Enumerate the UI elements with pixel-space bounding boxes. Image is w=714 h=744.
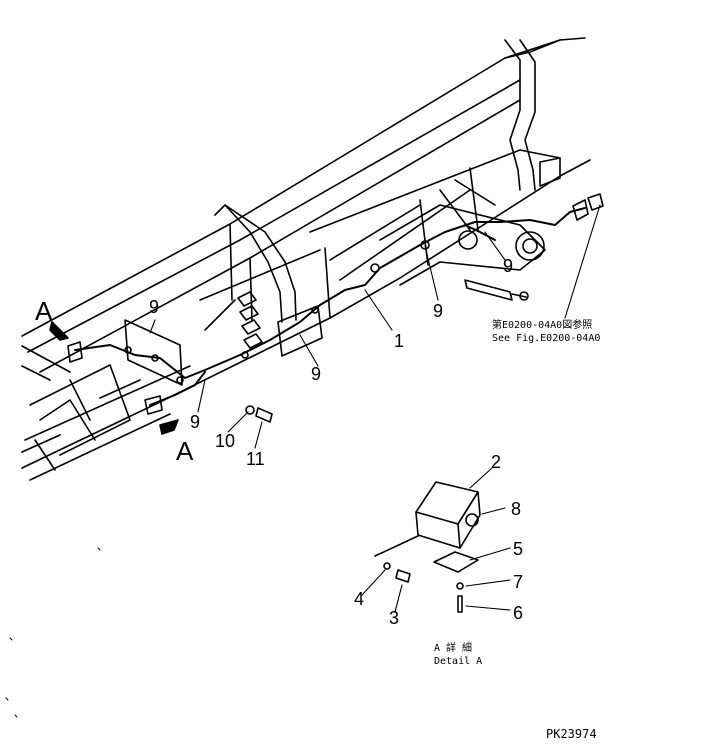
callout-5: 5 [513,539,524,559]
scan-dots [5,547,101,718]
leader-lines [149,204,601,613]
callout-3: 3 [389,608,400,628]
view-a-marker-top: A [35,296,53,326]
reference-note-jp: 第E0200-04A0図参照 [492,320,593,331]
wiring-harness [74,207,586,406]
callout-4: 4 [354,589,365,609]
callout-6: 6 [513,603,524,623]
cover-plates [124,305,323,386]
view-a-marker-bottom: A [176,436,194,466]
callout-9-center-right: 9 [433,301,444,321]
callout-9-plate-left: 9 [149,297,160,317]
callout-1: 1 [394,331,405,351]
detail-caption-en: Detail A [434,656,483,667]
callout-8: 8 [511,499,522,519]
boom-frame [21,37,591,481]
callout-2: 2 [491,452,502,472]
callout-11: 11 [246,449,265,469]
callout-9-plate-center: 9 [311,364,322,384]
detail-a-assembly [374,481,481,613]
bolt-and-washer [245,405,273,423]
detail-caption-jp: A 詳 細 [434,643,473,654]
drawing-code: PK23974 [546,727,597,741]
reference-note-en: See Fig.E0200-04A0 [492,333,601,344]
view-arrows [49,321,179,435]
callout-9-right: 9 [503,256,514,276]
callout-7: 7 [513,572,524,592]
harness-clips [124,240,430,384]
callout-10: 10 [215,431,236,451]
harness-connectors [67,193,604,415]
callout-9-lower-left: 9 [190,412,201,432]
